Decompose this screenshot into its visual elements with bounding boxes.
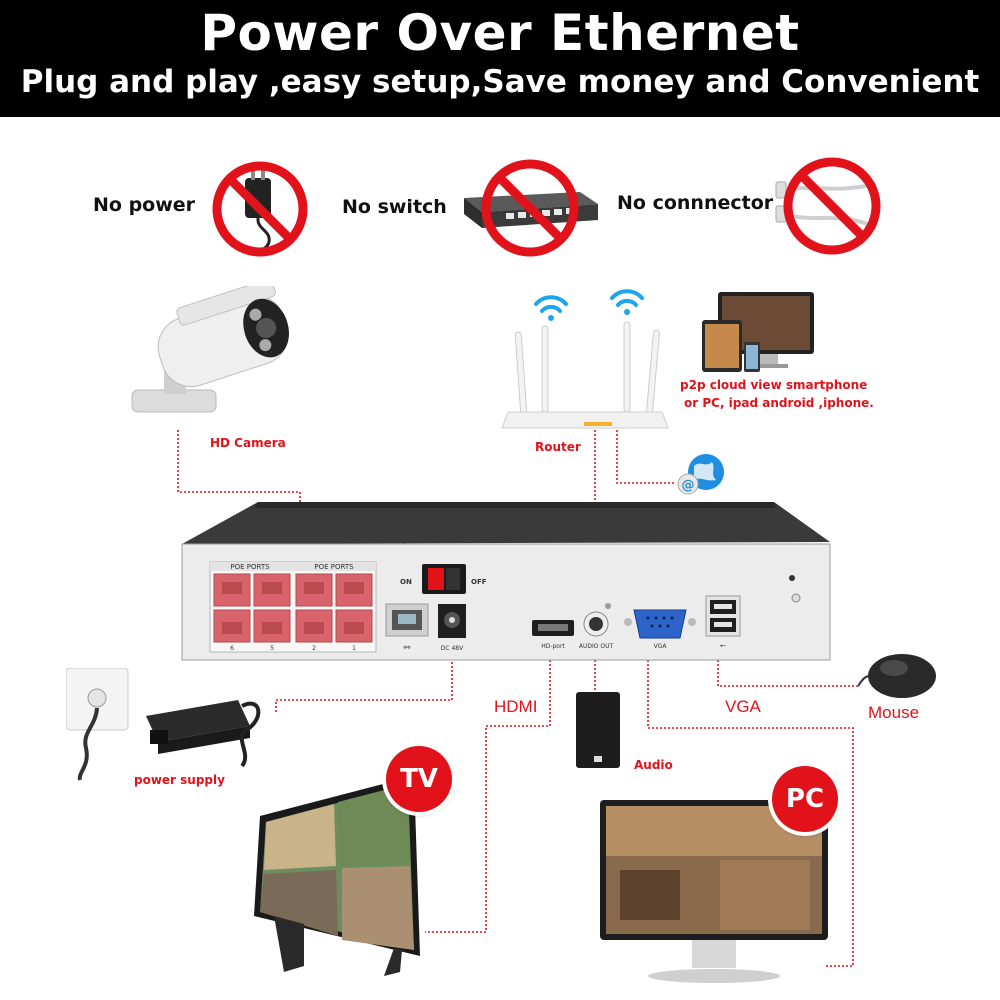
pc-badge: PC bbox=[772, 766, 838, 832]
header-banner: Power Over Ethernet Plug and play ,easy … bbox=[0, 0, 1000, 117]
poe-ports-group bbox=[213, 573, 373, 643]
usb-icon: ⭠ bbox=[720, 641, 727, 650]
no-connector-icon bbox=[775, 157, 881, 255]
tv-icon bbox=[254, 776, 420, 976]
wifi-icon bbox=[534, 295, 568, 313]
vga-port-label: VGA bbox=[654, 643, 668, 650]
hd-port-label: HD-port bbox=[541, 643, 565, 650]
no-power-label: No power bbox=[93, 194, 196, 216]
router-label: Router bbox=[535, 440, 581, 454]
hd-camera-label: HD Camera bbox=[210, 436, 286, 450]
p2p-cloud-label: p2p cloud view smartphone bbox=[680, 378, 868, 392]
no-switch-label: No switch bbox=[342, 196, 447, 218]
no-connector-label: No connnector bbox=[617, 192, 774, 214]
mouse-icon bbox=[858, 654, 936, 698]
audio-label: Audio bbox=[634, 758, 673, 772]
page-subtitle: Plug and play ,easy setup,Save money and… bbox=[20, 64, 980, 100]
router-icon bbox=[501, 289, 669, 429]
no-power-adapter-icon bbox=[212, 161, 308, 257]
internet-globe-icon: @ bbox=[677, 454, 724, 495]
speaker-icon bbox=[576, 692, 620, 768]
hdmi-label: HDMI bbox=[494, 697, 538, 716]
lan-icon: ⚯ bbox=[404, 643, 411, 652]
port-number-2: 2 bbox=[312, 645, 316, 652]
switch-on-label: ON bbox=[400, 578, 412, 586]
tv-badge: TV bbox=[386, 746, 452, 812]
no-switch-icon bbox=[464, 159, 598, 257]
camera-icon bbox=[131, 286, 289, 413]
poe-ports-label-right: POE PORTS bbox=[314, 563, 354, 571]
port-number-6: 6 bbox=[230, 645, 234, 652]
poe-ports-label-left: POE PORTS bbox=[230, 563, 270, 571]
p2p-devices-label: or PC, ipad android ,iphone. bbox=[684, 396, 874, 410]
port-number-5: 5 bbox=[270, 645, 274, 652]
audio-out-label: AUDIO OUT bbox=[579, 643, 614, 650]
pc-monitor-icon bbox=[600, 800, 828, 983]
multi-device-icon bbox=[702, 292, 814, 372]
switch-off-label: OFF bbox=[471, 578, 487, 586]
dc-48v-label: DC 48V bbox=[441, 645, 464, 652]
page-title: Power Over Ethernet bbox=[200, 4, 800, 62]
power-supply-label: power supply bbox=[134, 773, 225, 787]
svg-text:@: @ bbox=[682, 478, 695, 493]
power-supply-icon bbox=[66, 668, 261, 781]
nvr-recorder: POE PORTS POE PORTS 6 5 2 1 ON OFF ⚯ DC … bbox=[181, 502, 831, 661]
vga-label: VGA bbox=[725, 697, 761, 716]
port-number-1: 1 bbox=[352, 645, 356, 652]
mouse-label: Mouse bbox=[868, 703, 920, 722]
